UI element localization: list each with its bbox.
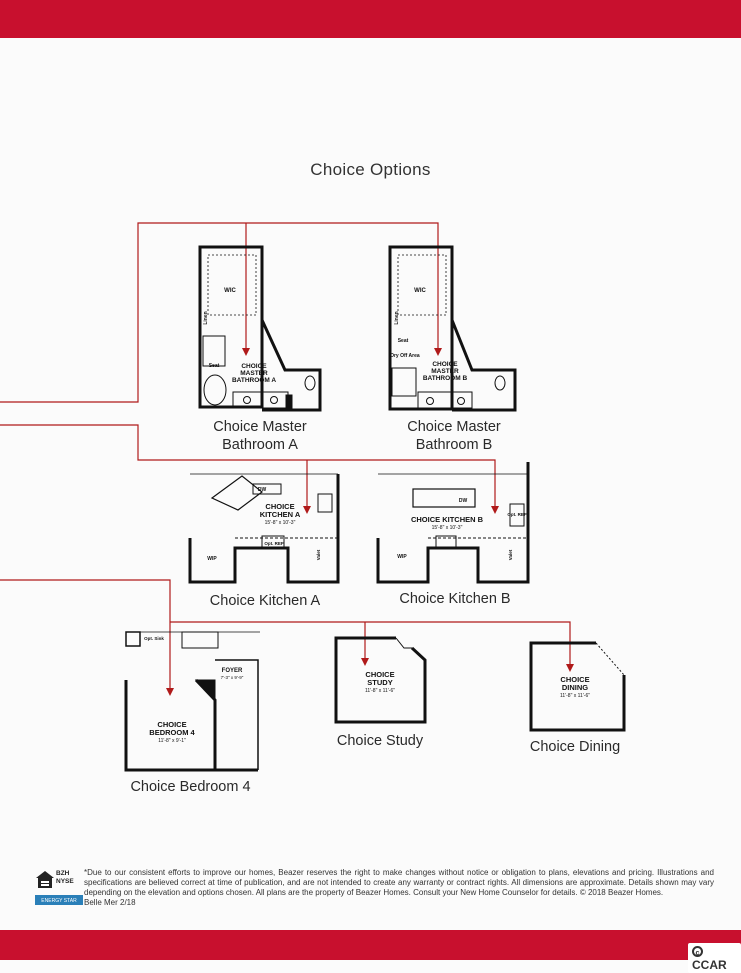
bzh-logo: BZH NYSE [56,870,74,885]
footer-logos: ENERGY STAR BZH NYSE [34,868,84,908]
bedroom-4-dims: 11'-8" x 9'-1" [158,738,186,744]
caption-study: Choice Study [336,733,424,749]
bath-a-label-line1: CHOICE [241,363,267,370]
caption-master-bath-b-line2: Bathroom B [415,437,493,453]
svg-text:ENERGY STAR: ENERGY STAR [41,898,77,904]
plan-dining [529,641,626,732]
kitchen-b-valet-label: Valet [508,549,513,560]
study-label-line1: CHOICE [365,670,394,679]
bedroom-4-label-line1: CHOICE [157,720,186,729]
plan-code: Belle Mer 2/18 [84,898,136,907]
kitchen-a-ref-label: Opt. REF [264,541,283,546]
bath-b-dryoff-label: Dry Off Area [390,353,419,359]
caption-master-bath-a: Choice Master Bathroom A [205,418,315,454]
kitchen-b-dims: 15'-8" x 10'-3" [432,525,463,531]
plan-kitchen-a [188,473,340,584]
bath-a-wic-label: WIC [224,288,236,294]
plan-study [334,636,427,724]
caption-kitchen-b: Choice Kitchen B [399,591,511,607]
disclaimer-text: *Due to our consistent efforts to improv… [84,868,714,897]
plan-master-bath-b [388,245,517,412]
kitchen-b-wip-label: WIP [397,554,407,560]
ccar-watermark: cCCAR [688,943,741,973]
plan-kitchen-b [376,462,530,584]
bath-b-label-line1: CHOICE [432,361,458,368]
kitchen-b-label-line1: CHOICE KITCHEN B [411,515,484,524]
caption-master-bath-a-line1: Choice Master [213,419,307,435]
bath-b-seat-label: Seat [398,338,409,344]
kitchen-a-valet-label: Valet [316,549,321,560]
kitchen-a-dims: 15'-8" x 10'-3" [265,520,296,526]
bath-a-linen-label: Linen [203,311,209,324]
plan-bedroom-4 [124,631,260,772]
caption-dining: Choice Dining [529,739,621,755]
bedroom-4-foyer-dims: 7'-3" x 9'-9" [221,675,244,680]
top-red-band [0,0,741,38]
footer-disclaimer: *Due to our consistent efforts to improv… [84,868,714,908]
caption-bedroom-4: Choice Bedroom 4 [130,779,251,795]
caption-master-bath-b-line1: Choice Master [407,419,501,435]
copyright-icon: c [692,946,703,958]
kitchen-a-dw-label: DW [258,487,267,493]
dining-label-line2: DINING [562,683,588,692]
energy-star-icon [35,895,83,905]
bath-a-label-line3: BATHROOM A [232,377,276,384]
kitchen-a-wip-label: WIP [207,556,217,562]
bath-b-label-line2: MASTER [431,368,459,375]
bedroom-4-foyer-label: FOYER [222,668,243,674]
study-label-line2: STUDY [367,678,392,687]
bottom-red-band [0,930,741,960]
caption-kitchen-a: Choice Kitchen A [209,593,321,609]
bath-a-seat-label: Seat [209,363,220,369]
arrow-heads [166,348,574,696]
kitchen-a-label-line1: CHOICE [265,502,294,511]
dining-label-line1: CHOICE [560,675,589,684]
dining-dims: 11'-8" x 11'-6" [560,693,590,699]
bedroom-4-label-line2: BEDROOM 4 [149,728,195,737]
kitchen-a-label-line2: KITCHEN A [260,510,301,519]
study-dims: 11'-8" x 11'-6" [365,688,395,694]
kitchen-b-dw-label: DW [459,498,468,504]
bath-b-wic-label: WIC [414,288,426,294]
caption-master-bath-b: Choice Master Bathroom B [395,418,513,454]
bedroom-4-sink-label: Opt. Sink [144,636,164,641]
bath-b-linen-label: Linen [394,311,400,324]
equal-housing-icon: ENERGY STAR [35,871,83,905]
ccar-text: CCAR [692,958,727,972]
page-title: Choice Options [310,160,431,179]
plan-master-bath-a [198,245,322,412]
connector-lines [0,222,571,690]
bath-b-label-line3: BATHROOM B [423,375,468,382]
caption-master-bath-a-line2: Bathroom A [222,437,298,453]
bath-a-label-line2: MASTER [240,370,268,377]
kitchen-b-ref-label: Opt. REF [507,512,526,517]
